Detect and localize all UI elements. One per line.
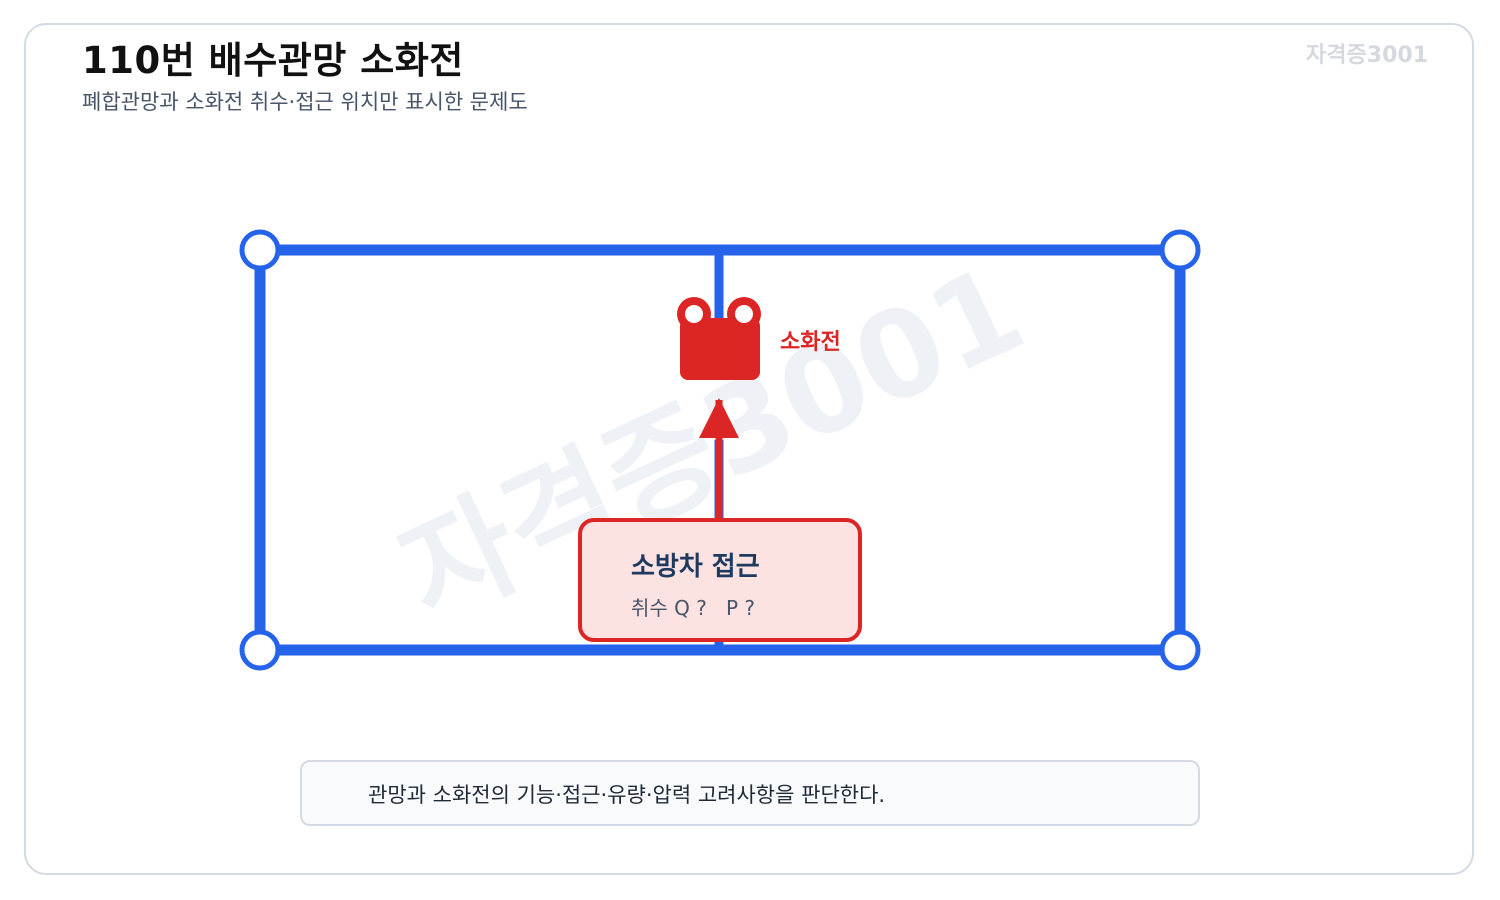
summary-note: 관망과 소화전의 기능·접근·유량·압력 고려사항을 판단한다. bbox=[300, 760, 1200, 826]
access-arrow-head bbox=[699, 398, 739, 438]
hydrant-icon bbox=[677, 297, 761, 380]
access-box-detail: 취수 Q ? P ? bbox=[631, 596, 755, 620]
page-subtitle: 폐합관망과 소화전 취수·접근 위치만 표시한 문제도 bbox=[82, 90, 528, 114]
access-box bbox=[578, 518, 862, 642]
page-title: 110번 배수관망 소화전 bbox=[82, 39, 464, 82]
junction-node-bottom-left bbox=[239, 629, 281, 671]
hydrant-label: 소화전 bbox=[780, 330, 841, 355]
access-box-title: 소방차 접근 bbox=[631, 552, 760, 582]
brand-logo: 자격증3001 bbox=[1306, 43, 1428, 68]
junction-node-top-left bbox=[239, 229, 281, 271]
card-frame bbox=[24, 23, 1474, 875]
junction-node-top-right bbox=[1159, 229, 1201, 271]
junction-node-bottom-right bbox=[1159, 629, 1201, 671]
